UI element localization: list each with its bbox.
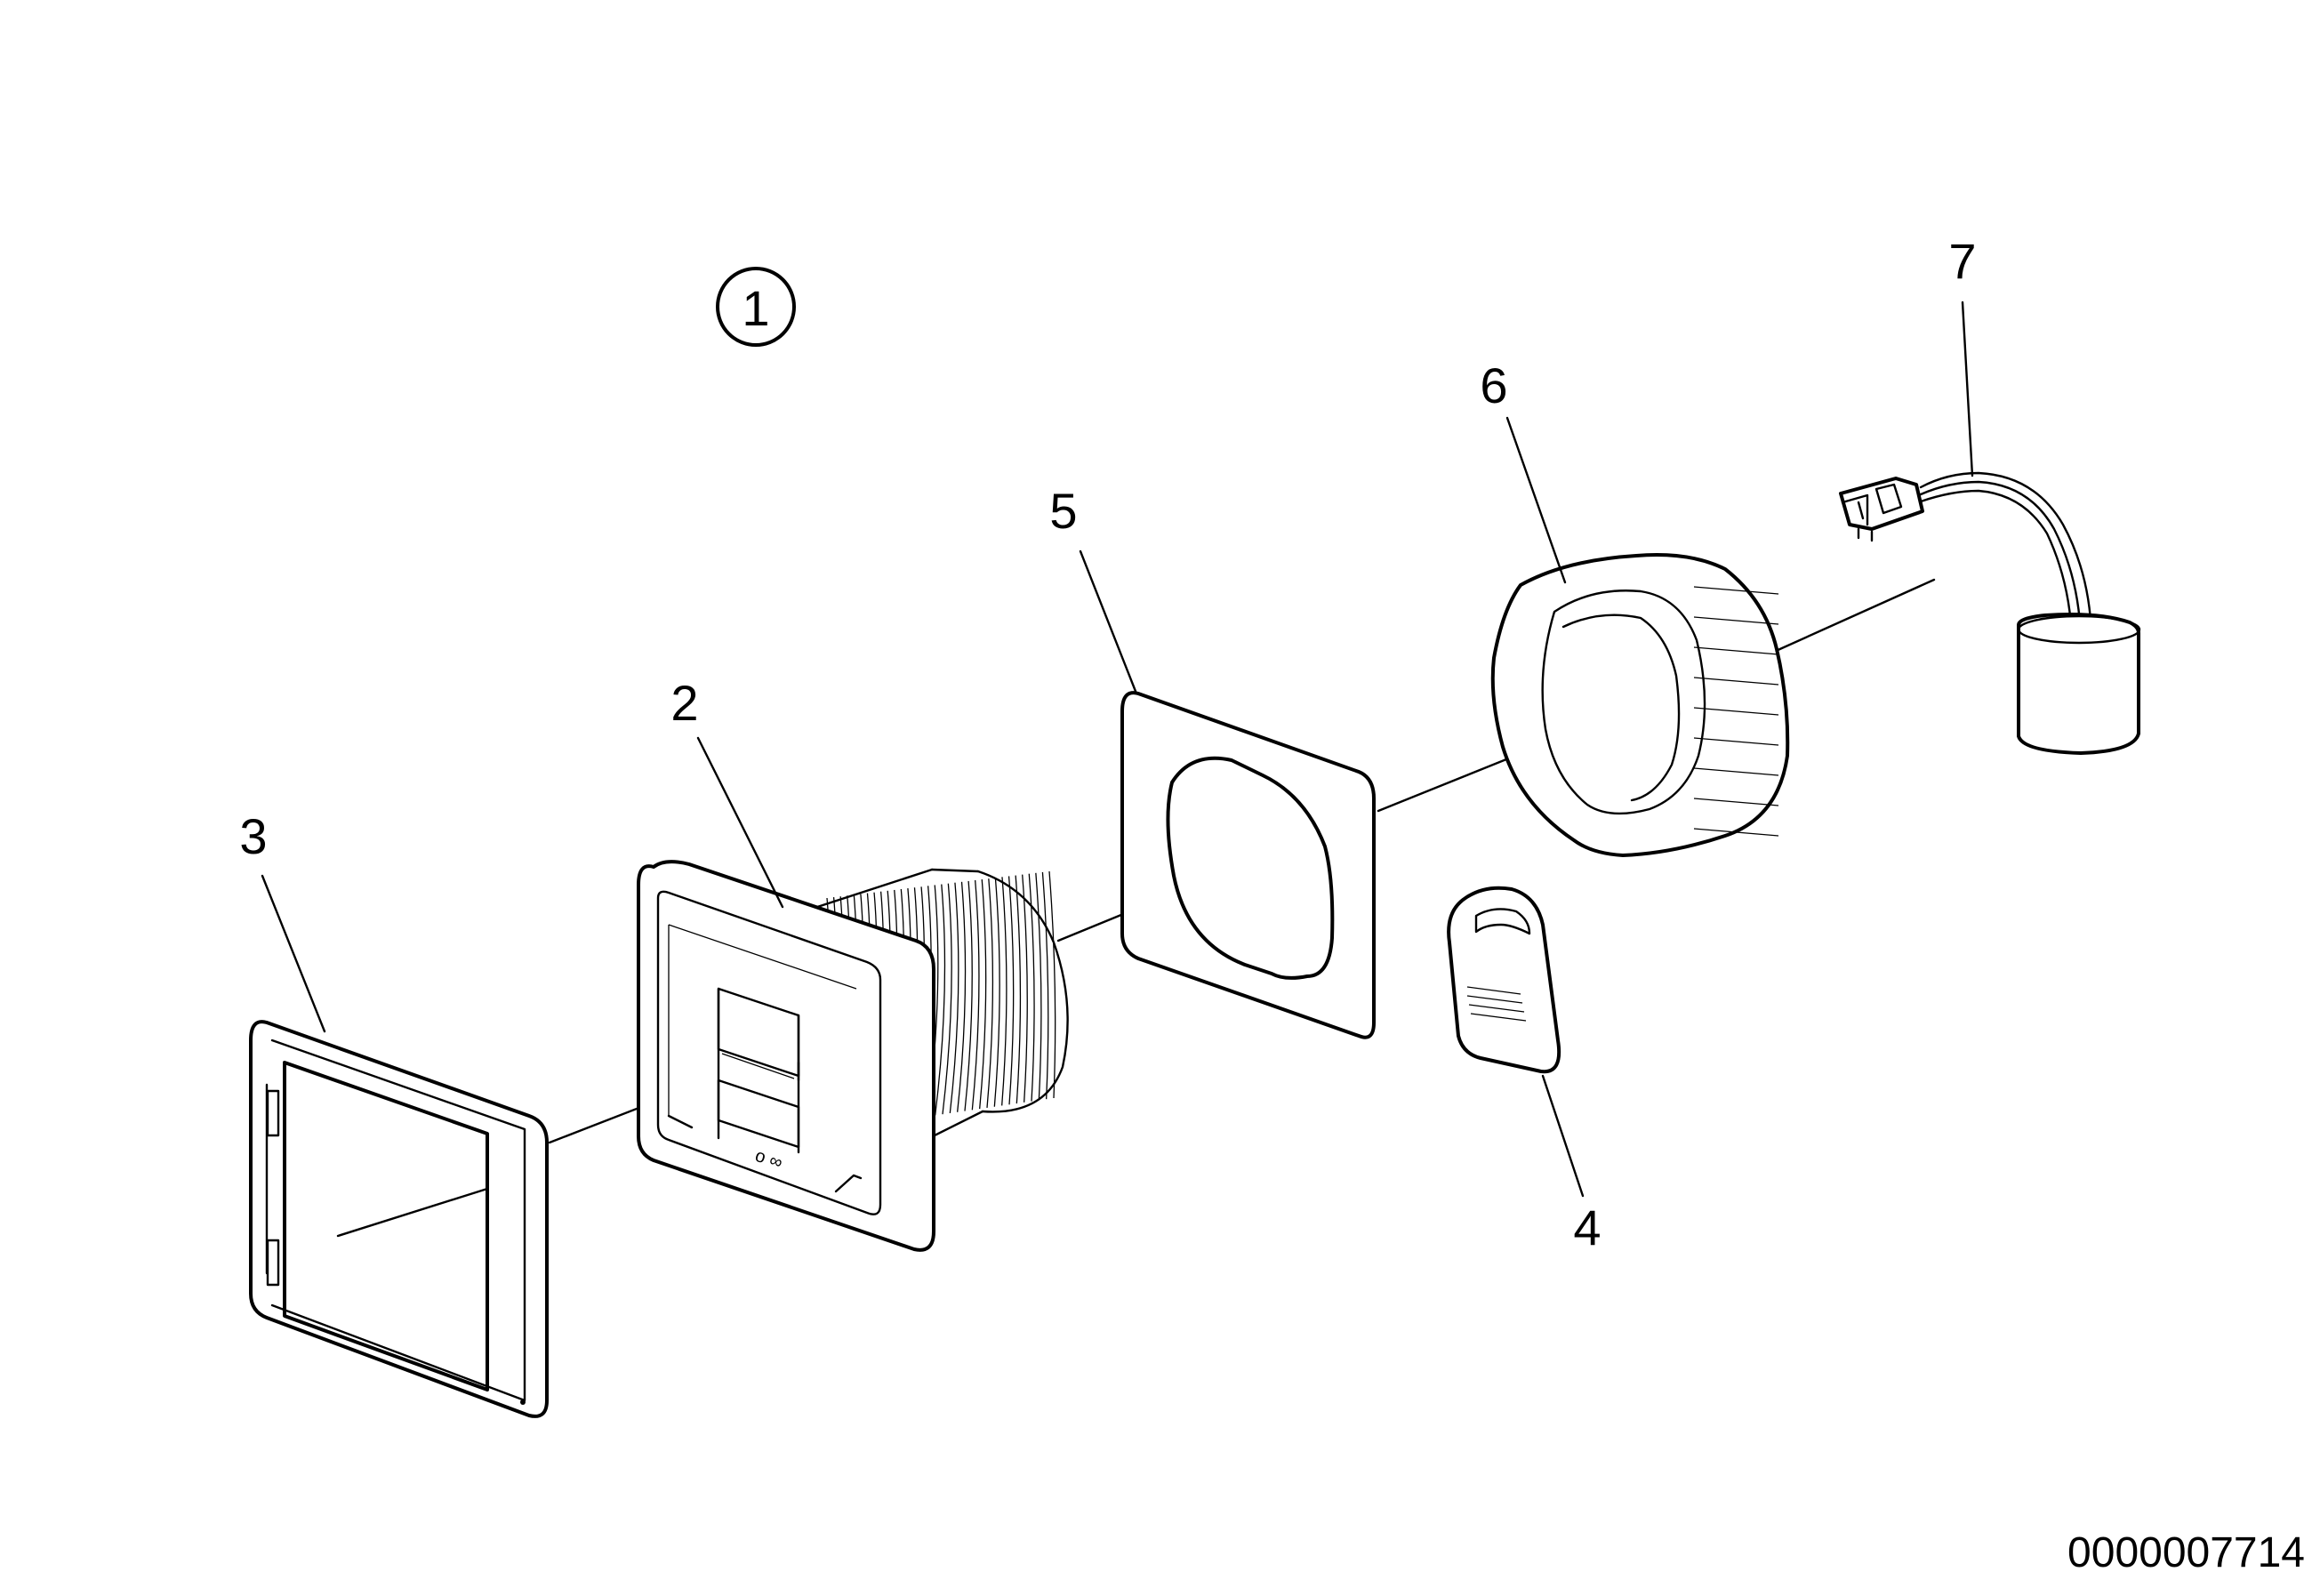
callout-5: 5	[1049, 483, 1077, 539]
callout-3: 3	[239, 808, 267, 864]
group-callout: 1	[716, 267, 796, 347]
part-4-key-fob	[1447, 886, 1561, 1074]
callout-labels: 2 3 4 5 6 7	[239, 233, 1976, 1255]
part-6-knurled-nut	[1490, 553, 1790, 857]
callout-7: 7	[1948, 233, 1976, 289]
part-5-gasket	[1120, 691, 1376, 1039]
leader-7	[1961, 301, 1974, 477]
part-2-switch-housing: o ∞	[637, 860, 1070, 1252]
leader-5	[1079, 549, 1138, 695]
part-7-sensor	[1839, 471, 2141, 755]
callout-2: 2	[670, 675, 698, 731]
leader-4	[1541, 1074, 1585, 1198]
leader-6	[1505, 416, 1567, 584]
callout-6: 6	[1480, 357, 1507, 413]
group-callout-circle	[716, 267, 796, 347]
part-3-bezel-frame	[249, 1020, 549, 1418]
callout-leaders	[261, 301, 1974, 1198]
group-callout-number: 1	[742, 280, 769, 336]
drawing-number: 0000007714	[2067, 1529, 2305, 1576]
callout-4: 4	[1573, 1199, 1601, 1255]
leader-2	[696, 736, 784, 909]
leader-3	[261, 874, 326, 1033]
